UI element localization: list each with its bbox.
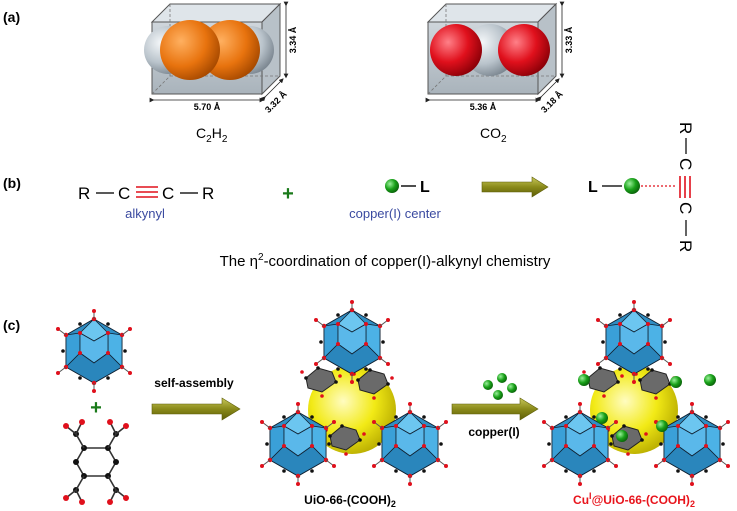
cu-uio66-label: CuI@UiO-66-(COOH)2 <box>573 491 695 509</box>
eta2-caption: The η2-coordination of copper(I)-alkynyl… <box>220 252 551 270</box>
ligand-l: L <box>420 179 430 196</box>
plus-sign-b: + <box>282 183 294 205</box>
co2-depth-label: 3.18 Å <box>539 89 565 115</box>
product-r-bottom: R <box>676 240 695 252</box>
alkyne-structure: R C C R alkynyl <box>78 184 214 221</box>
oxygen-atom-right <box>498 24 550 76</box>
product-triple-bond <box>679 176 691 198</box>
c2h2-depth-label: 3.32 Å <box>263 89 289 115</box>
oxygen-atom-left <box>430 24 482 76</box>
linker-molecule <box>63 419 129 505</box>
copper-center: L copper(I) center <box>349 179 442 221</box>
co2-height-label: 3.33 Å <box>564 26 574 53</box>
product-c-top: C <box>676 158 695 170</box>
panel-b-label: (b) <box>3 175 21 191</box>
alkyne-c-right: C <box>162 184 174 203</box>
self-assembly-arrow <box>151 397 241 421</box>
zr-cluster-reactant <box>55 308 133 394</box>
alkynyl-label: alkynyl <box>125 206 165 221</box>
uio66-framework <box>259 299 449 487</box>
coordinated-product: L R C C R <box>588 122 695 252</box>
product-c-bottom: C <box>676 202 695 214</box>
co2-box-model <box>425 1 565 103</box>
product-r-top: R <box>676 122 695 134</box>
product-ligand-l: L <box>588 179 598 196</box>
c2h2-formula: C2H2 <box>196 125 228 145</box>
carbon-atom-left <box>160 20 220 80</box>
alkyne-r-right: R <box>202 184 214 203</box>
copper-atom <box>385 179 399 193</box>
c2h2-length-label: 5.70 Å <box>194 102 221 112</box>
product-copper-atom <box>624 178 640 194</box>
copper-center-label: copper(I) center <box>349 206 441 221</box>
reaction-arrow-b <box>481 176 549 198</box>
uio66-label: UiO-66-(COOH)2 <box>304 493 396 509</box>
c2h2-height-label: 3.34 Å <box>288 26 298 53</box>
co2-length-label: 5.36 Å <box>470 102 497 112</box>
copper-ions-cluster <box>483 373 517 400</box>
co2-formula: CO2 <box>480 125 507 145</box>
copper-loading-arrow <box>451 397 539 421</box>
c2h2-box-model <box>144 1 289 103</box>
copper-step-label: copper(I) <box>468 425 519 439</box>
triple-bond <box>136 186 158 198</box>
cu-uio66-framework <box>541 299 731 487</box>
plus-sign-c: + <box>90 397 102 419</box>
panel-a-label: (a) <box>3 9 20 25</box>
self-assembly-label: self-assembly <box>154 376 234 390</box>
loaded-copper-atoms <box>578 374 716 442</box>
alkyne-c-left: C <box>118 184 130 203</box>
panel-c-label: (c) <box>3 317 20 333</box>
alkyne-r-left: R <box>78 184 90 203</box>
